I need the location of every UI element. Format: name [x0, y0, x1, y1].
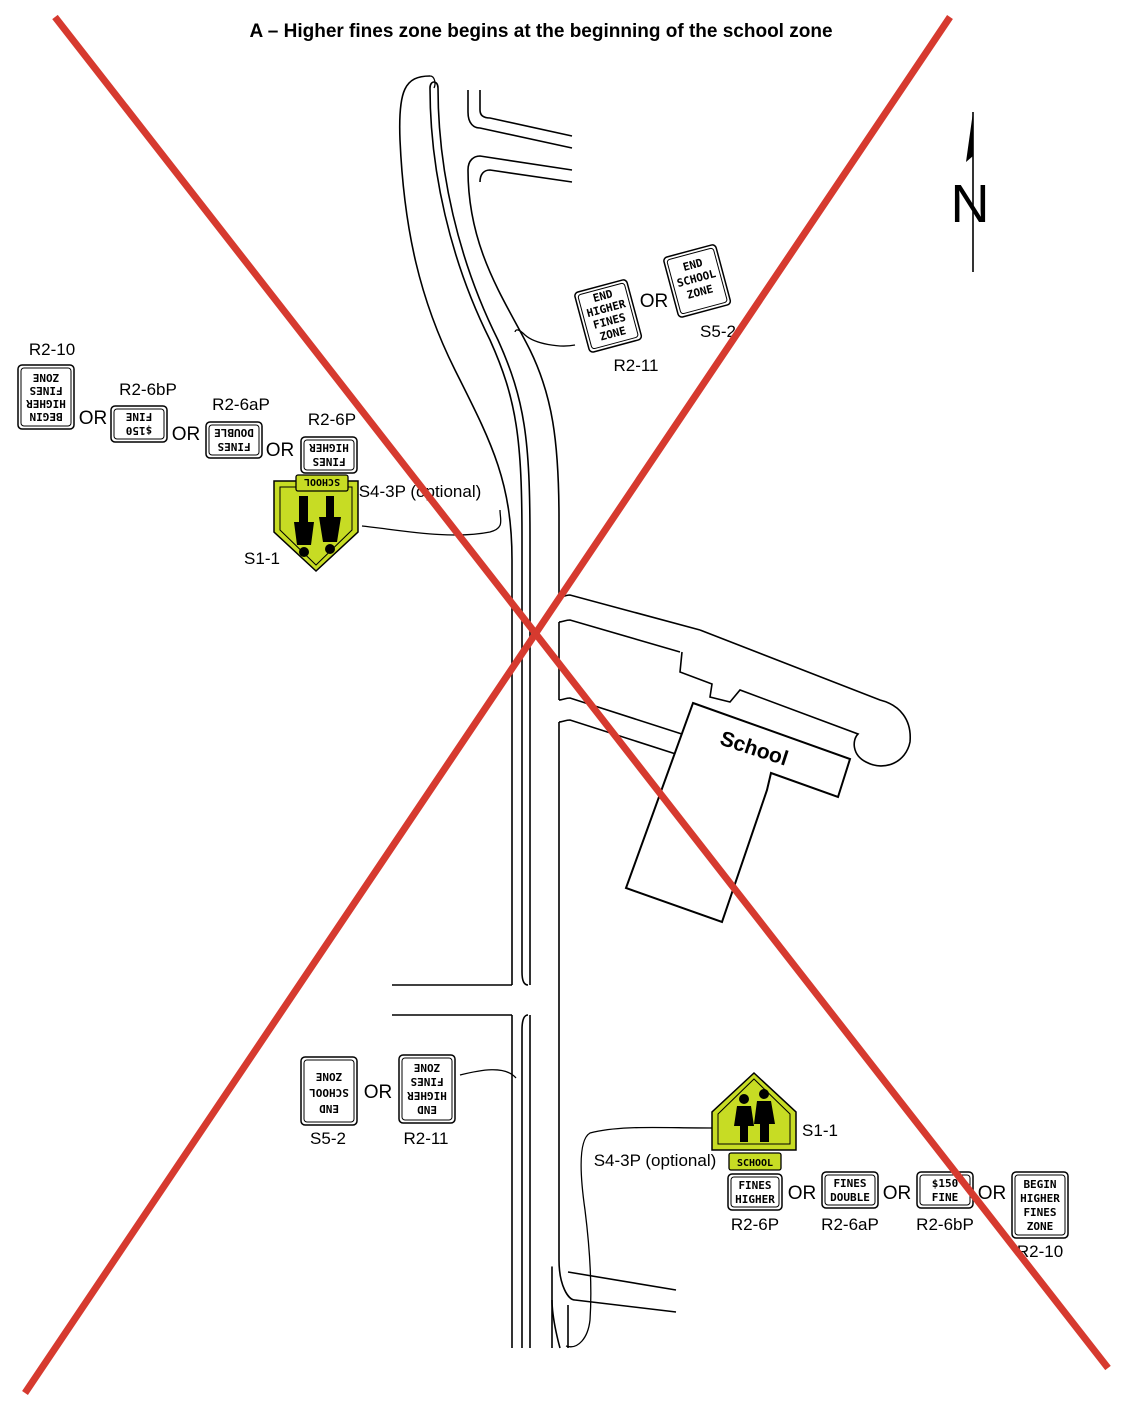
s5-2-bottom-line-1: END — [319, 1102, 339, 1115]
incorrect-cross-mark — [22, 14, 1111, 1395]
r2-6ap-north: FINES DOUBLE — [205, 421, 263, 459]
r2-10-south-line-4: ZONE — [1027, 1220, 1054, 1233]
label-s1-1-north: S1-1 — [244, 549, 280, 568]
or-north-2: OR — [172, 424, 201, 445]
north-arrow: N — [951, 112, 990, 272]
sign-s5-2-bottom: END SCHOOL ZONE — [300, 1056, 358, 1126]
diagram-title: A – Higher fines zone begins at the begi… — [249, 21, 832, 42]
label-r2-6p-north: R2-6P — [308, 410, 356, 429]
school-building: School — [624, 701, 852, 924]
r2-6p-north: FINES HIGHER — [300, 436, 358, 474]
sign-s5-2-top: END SCHOOL ZONE — [663, 244, 732, 318]
r2-6bp-north-line-2: FINE — [126, 410, 153, 423]
r2-10-south: BEGIN HIGHER FINES ZONE — [1011, 1171, 1069, 1239]
north-label: N — [951, 174, 990, 234]
r2-10-north-line-4: ZONE — [33, 371, 60, 384]
r2-6ap-south-line-2: DOUBLE — [830, 1191, 870, 1204]
r2-6bp-south: $150 FINE — [916, 1171, 974, 1209]
r2-6ap-south: FINES DOUBLE — [821, 1171, 879, 1209]
label-r2-6p-south: R2-6P — [731, 1215, 779, 1234]
sign-r2-11-top: END HIGHER FINES ZONE — [574, 279, 643, 353]
or-north-3: OR — [79, 408, 108, 429]
label-r2-6ap-south: R2-6aP — [821, 1215, 879, 1234]
label-s5-2-bottom: S5-2 — [310, 1129, 346, 1148]
r2-6p-south-line-1: FINES — [738, 1179, 771, 1192]
r2-10-north-line-2: HIGHER — [26, 397, 66, 410]
r2-11-bottom-line-2: HIGHER — [407, 1089, 447, 1102]
r2-6bp-north-line-1: $150 — [126, 424, 153, 437]
label-r2-10-south: R2-10 — [1017, 1242, 1063, 1261]
r2-11-bottom-line-4: ZONE — [414, 1061, 441, 1074]
label-r2-6ap-north: R2-6aP — [212, 395, 270, 414]
r2-6ap-south-line-1: FINES — [833, 1177, 866, 1190]
r2-10-south-line-1: BEGIN — [1023, 1178, 1056, 1191]
r2-10-south-line-2: HIGHER — [1020, 1192, 1060, 1205]
road-network — [392, 75, 911, 1349]
r2-6ap-north-line-1: FINES — [217, 440, 250, 453]
r2-6bp-south-line-1: $150 — [932, 1177, 959, 1190]
r2-6bp-north: $150 FINE — [110, 405, 168, 443]
label-s5-2-top: S5-2 — [700, 322, 736, 341]
r2-10-north-line-1: BEGIN — [29, 410, 62, 423]
label-r2-11-top: R2-11 — [613, 356, 658, 375]
r2-10-north: BEGIN HIGHER FINES ZONE — [17, 364, 75, 430]
r2-6p-south: FINES HIGHER — [727, 1173, 783, 1211]
label-r2-11-bottom: R2-11 — [403, 1129, 448, 1148]
label-r2-6bp-north: R2-6bP — [119, 380, 177, 399]
r2-6p-north-line-1: FINES — [312, 455, 345, 468]
s5-2-bottom-line-2: SCHOOL — [309, 1086, 349, 1099]
label-r2-6bp-south: R2-6bP — [916, 1215, 974, 1234]
s5-2-line-1: END — [682, 256, 705, 274]
label-s4-3p-north: S4-3P (optional) — [359, 482, 482, 501]
r2-11-bottom-line-1: END — [417, 1103, 437, 1116]
school-plaque-southbound: SCHOOL — [728, 1152, 782, 1171]
s1-1-sign-northbound — [273, 480, 359, 573]
r2-11-bottom-line-3: FINES — [410, 1075, 443, 1088]
sign-r2-11-bottom: END HIGHER FINES ZONE — [398, 1054, 456, 1124]
s5-2-bottom-line-3: ZONE — [316, 1070, 343, 1083]
r2-6p-south-line-2: HIGHER — [735, 1193, 775, 1206]
school-plaque-northbound: SCHOOL — [295, 474, 349, 492]
label-s1-1-south: S1-1 — [802, 1121, 838, 1140]
r2-6ap-north-line-2: DOUBLE — [214, 426, 254, 439]
or-top: OR — [640, 291, 669, 312]
r2-11-line-1: END — [592, 287, 615, 305]
label-s4-3p-south: S4-3P (optional) — [594, 1151, 717, 1170]
or-north-1: OR — [266, 440, 295, 461]
label-r2-10-north: R2-10 — [29, 340, 75, 359]
r2-10-north-line-3: FINES — [29, 384, 62, 397]
or-bottom-end: OR — [364, 1082, 393, 1103]
s1-1-sign-southbound — [711, 1071, 797, 1151]
r2-6p-north-line-2: HIGHER — [309, 441, 349, 454]
r2-10-south-line-3: FINES — [1023, 1206, 1056, 1219]
r2-6bp-south-line-2: FINE — [932, 1191, 959, 1204]
school-plaque-south-text: SCHOOL — [737, 1158, 773, 1169]
or-south-2: OR — [883, 1183, 912, 1204]
or-south-1: OR — [788, 1183, 817, 1204]
or-south-3: OR — [978, 1183, 1007, 1204]
school-plaque-north-text: SCHOOL — [304, 476, 340, 487]
leader-lines — [361, 75, 713, 1348]
